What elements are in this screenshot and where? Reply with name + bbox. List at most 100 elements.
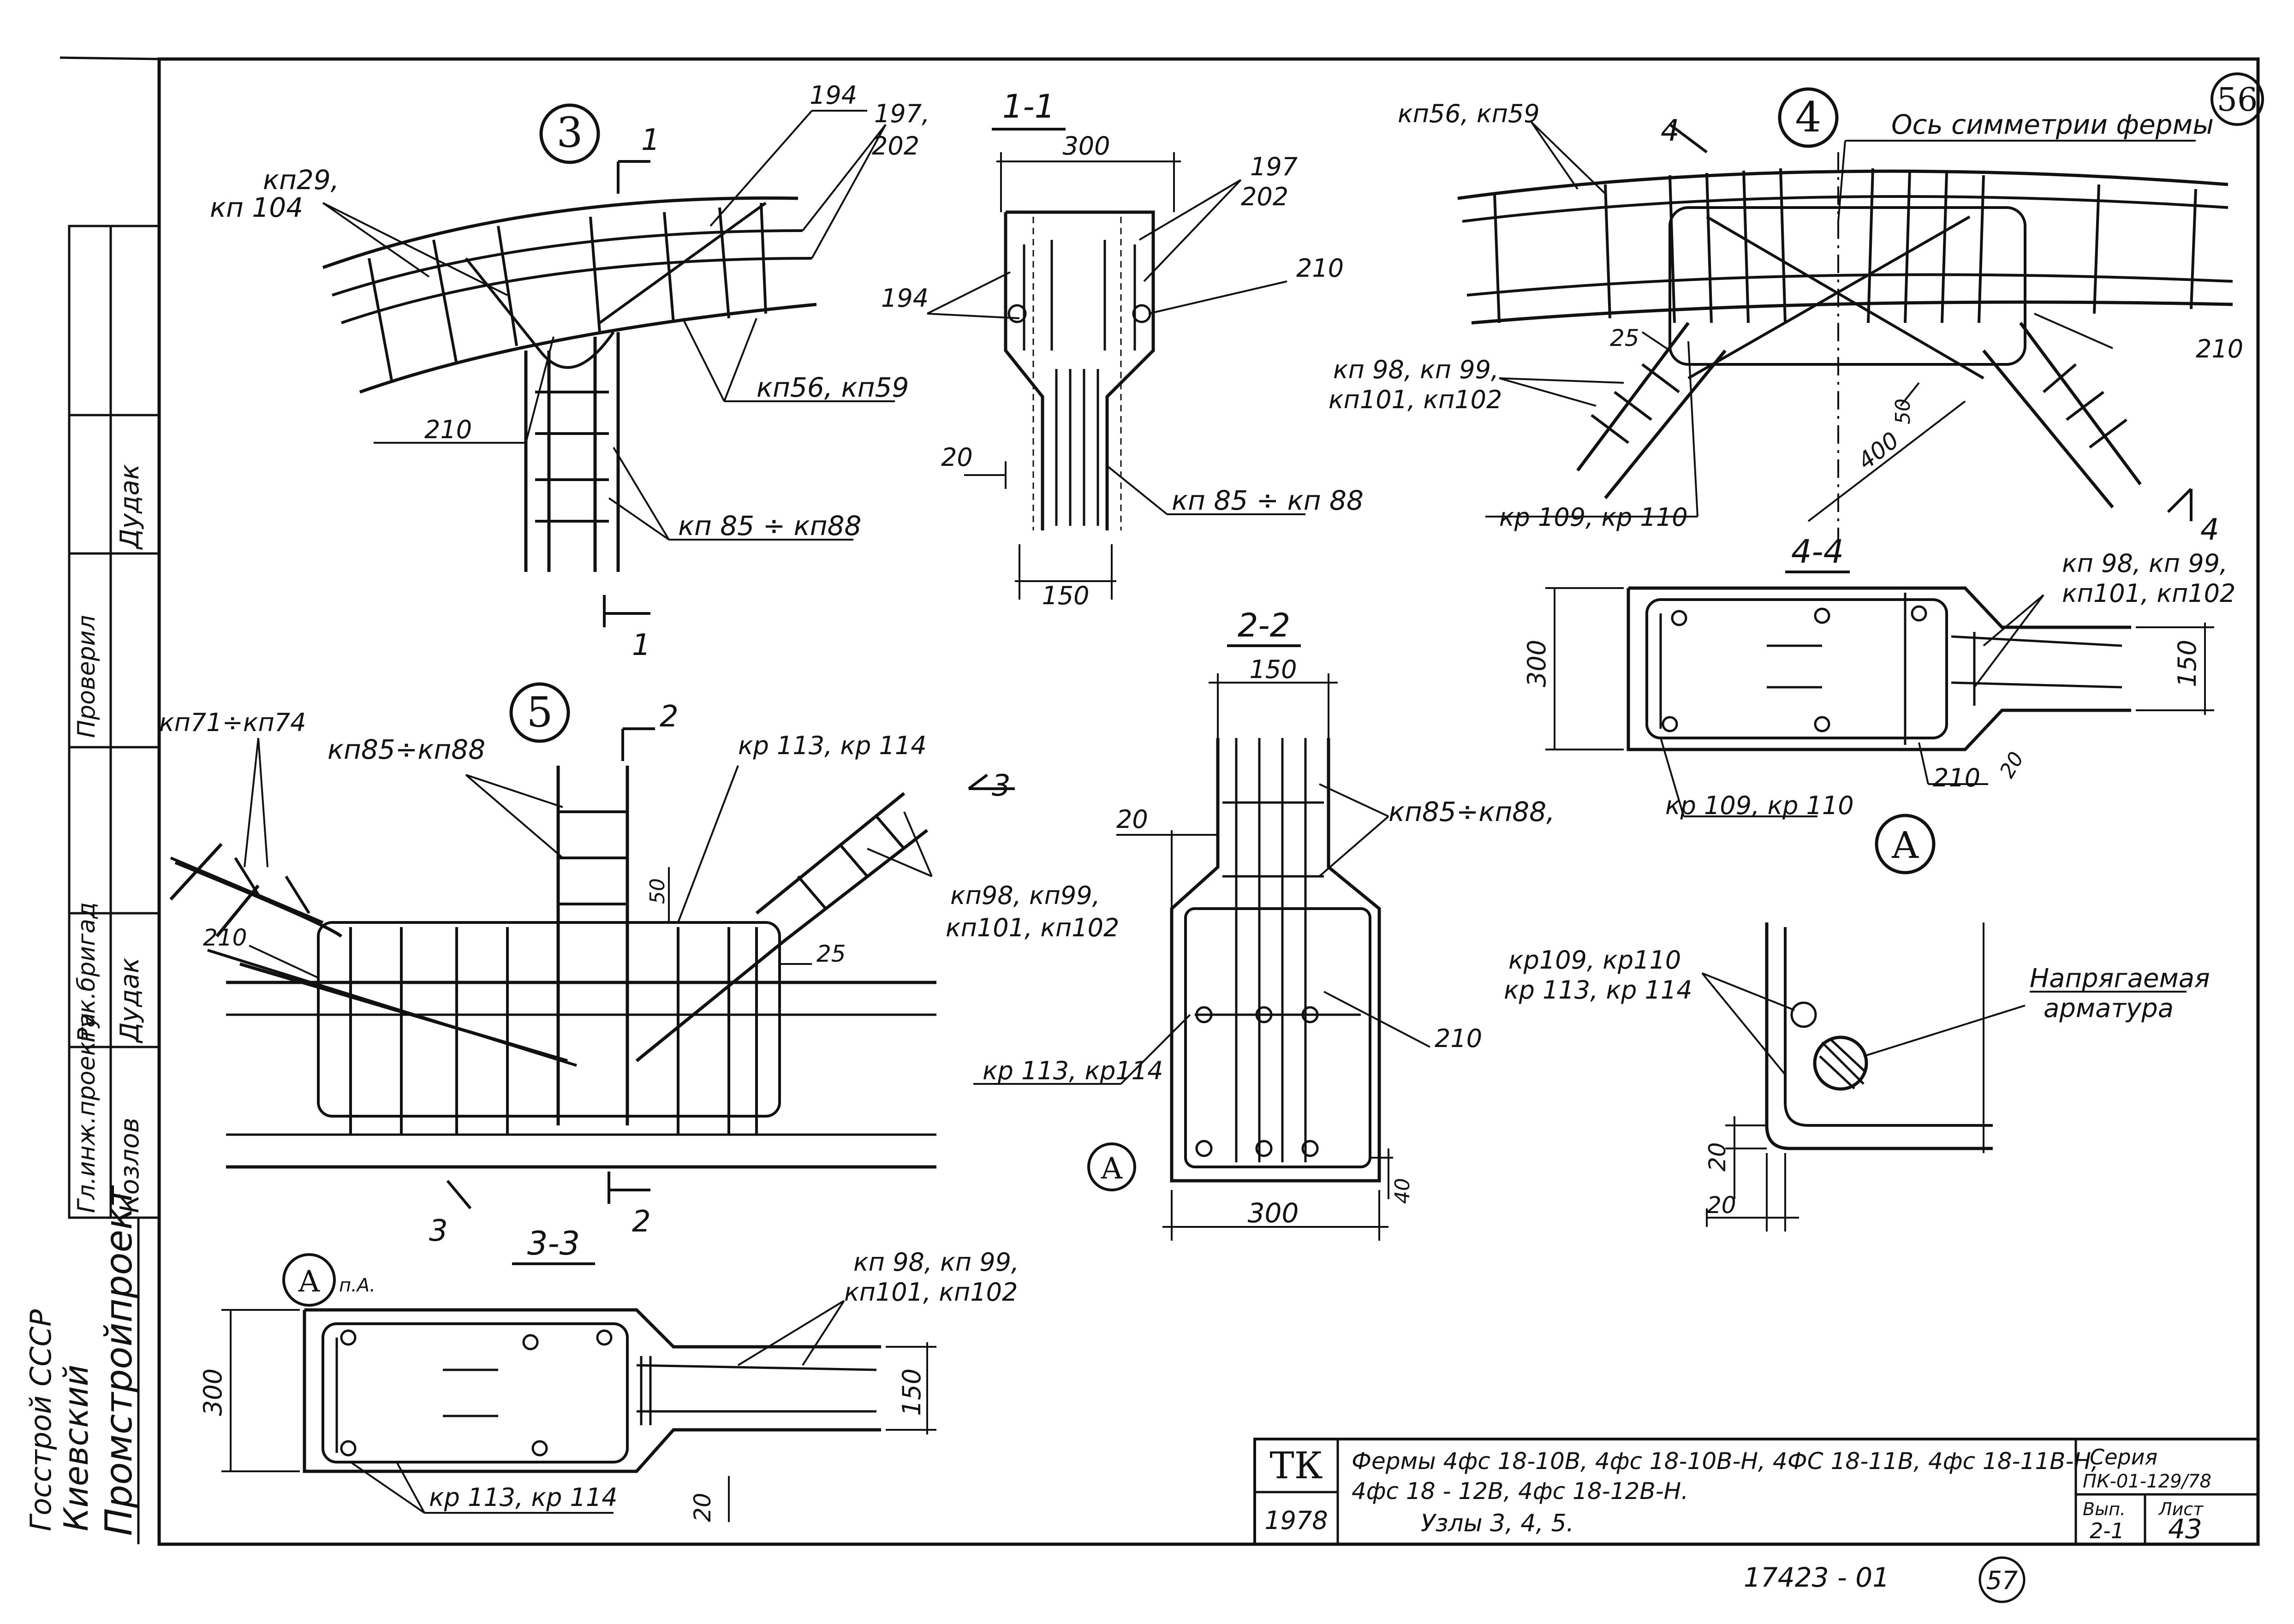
node-4-210: 210 [2196, 334, 2243, 363]
node-5-cut3-bottom: 3 [429, 1214, 448, 1248]
node-5-kp98b: кп101, кп102 [946, 913, 1119, 942]
section-2-2-20: 20 [1116, 805, 1148, 834]
name-kozlov: Козлов [115, 1118, 145, 1213]
section-3-3-kr113: кр 113, кр 114 [429, 1483, 618, 1512]
node-4-kp98a: кп 98, кп 99, [1333, 355, 1499, 384]
node-5-cut3-top: 3 [992, 769, 1011, 803]
section-3-3-title: 3-3 [527, 1225, 580, 1262]
section-3-3-detail-note: п.А. [339, 1275, 375, 1296]
node-3-kp29: кп29, [263, 164, 339, 196]
title-vyp-label: Вып. [2083, 1499, 2126, 1519]
section-3-3-20: 20 [689, 1493, 716, 1522]
node-4-kp56: кп56, кп59 [1398, 99, 1540, 128]
page-badge-circle [1978, 1556, 2026, 1603]
role-gip: Гл.инж.проекта [73, 1013, 101, 1213]
section-1-1-kp85: кп 85 ÷ кп 88 [1172, 485, 1364, 516]
node-3-badge: 3 [556, 108, 583, 157]
section-2-2-detail-a: A [1101, 1152, 1123, 1186]
section-2-2-40: 40 [1391, 1178, 1414, 1204]
node-3-badge-circle [539, 103, 600, 164]
section-2-2-150: 150 [1249, 655, 1297, 684]
name-dudak-2: Дудак [115, 464, 145, 550]
node-5-drawing: 5 [159, 682, 1119, 1248]
section-4-4-210: 210 [1933, 763, 1980, 792]
section-4-4-kp98b: кп101, кп102 [2062, 579, 2235, 608]
title-list-value: 43 [2168, 1513, 2202, 1545]
detail-a-20-vertical: 20 [1704, 1142, 1731, 1172]
node-3-202: 202 [872, 131, 919, 161]
node-4-drawing: 4 Ось симметрии фермы [1329, 87, 2243, 547]
node-5-kp85: кп85÷кп88 [328, 734, 485, 765]
section-3-3-detail-a: A [298, 1265, 320, 1299]
section-2-2-300: 300 [1248, 1197, 1299, 1229]
section-4-4-title: 4-4 [1791, 533, 1844, 571]
section-3-3-kp98a: кп 98, кп 99, [853, 1248, 1019, 1277]
title-block: ТК 1978 Фермы 4фс 18-10В, 4фс 18-10В-Н, … [1253, 1438, 2259, 1546]
node-3-cut-top: 1 [641, 123, 660, 157]
node-4-kp98b: кп101, кп102 [1329, 385, 1502, 414]
node-5-50: 50 [646, 878, 669, 904]
org-promstroyproekt: Промстройпроект [97, 1185, 140, 1536]
node-3-kp56: кп56, кп59 [757, 372, 909, 403]
section-1-1-202: 202 [1241, 182, 1288, 211]
node-5-kp71: кп71÷кп74 [159, 708, 306, 737]
section-1-1-20: 20 [941, 443, 973, 472]
title-seria-value: ПК-01-129/78 [2083, 1471, 2211, 1492]
sheet-badge: 56 [2211, 72, 2264, 126]
detail-a-badge: A [1891, 824, 1919, 867]
section-2-2-drawing: 2-2 150 [973, 607, 1555, 1241]
org-gosstroy: Госстрой СССР [24, 1309, 58, 1531]
role-ruk: Рук.бригад [73, 902, 101, 1042]
node-5-kr113: кр 113, кр 114 [738, 731, 927, 760]
org-kiev: Киевский [57, 1365, 95, 1531]
detail-a-kr109: кр109, кр110 [1508, 946, 1681, 975]
title-line3: Узлы 3, 4, 5. [1421, 1510, 1574, 1537]
node-4-25: 25 [1610, 325, 1639, 351]
title-tk: ТК [1269, 1444, 1323, 1487]
section-2-2-210: 210 [1435, 1024, 1482, 1053]
role-proveril: Проверил [73, 615, 101, 738]
section-1-1-197: 197 [1250, 152, 1298, 181]
title-vyp-value: 2-1 [2090, 1518, 2124, 1543]
frame-top-edge [60, 56, 160, 60]
title-line2: 4фс 18 - 12В, 4фс 18-12В-Н. [1352, 1478, 1688, 1505]
node-5-cut2-bottom: 2 [632, 1205, 651, 1239]
node-4-kr109: кр 109, кр 110 [1499, 503, 1688, 532]
node-3-194: 194 [810, 81, 857, 110]
node-4-cut-bottom: 4 [2200, 513, 2219, 547]
node-4-50: 50 [1891, 399, 1915, 424]
section-1-1-210: 210 [1296, 254, 1344, 283]
section-1-1-150: 150 [1042, 581, 1089, 610]
left-stamp-block [68, 225, 161, 1544]
node-3-kp104: кп 104 [210, 192, 303, 223]
section-3-3-150: 150 [897, 1368, 926, 1416]
section-4-4-drawing: 4-4 300 150 [1522, 533, 2235, 820]
detail-a-20-horizontal: 20 [1707, 1192, 1736, 1219]
section-4-4-20: 20 [1995, 748, 2028, 782]
node-3-kp85: кп 85 ÷ кп88 [678, 510, 861, 541]
section-4-4-kp98a: кп 98, кп 99, [2062, 549, 2228, 578]
title-year: 1978 [1264, 1506, 1328, 1535]
section-2-2-kp85: кп85÷кп88, [1388, 796, 1555, 827]
detail-a-prestress-line2: арматура [2044, 993, 2174, 1023]
node-5-badge: 5 [526, 688, 553, 737]
stamp-number: 17423 - 01 [1744, 1562, 1889, 1593]
section-4-4-150: 150 [2173, 640, 2202, 687]
title-seria-label: Серия [2090, 1445, 2157, 1469]
svg-text:56: 56 [2217, 81, 2258, 119]
title-line1: Фермы 4фс 18-10В, 4фс 18-10В-Н, 4ФС 18-1… [1352, 1448, 2098, 1475]
section-2-2-title: 2-2 [1238, 607, 1290, 644]
node-3-cut-bottom: 1 [632, 628, 651, 662]
section-4-4-kr109: кр 109, кр 110 [1665, 791, 1854, 820]
node-4-cut-top: 4 [1661, 114, 1680, 148]
section-1-1-drawing: 1-1 300 [881, 88, 1364, 610]
section-1-1-194: 194 [881, 284, 929, 313]
node-4-400: 400 [1853, 427, 1904, 475]
section-3-3-drawing: 3-3 A п.А. [198, 1225, 1019, 1522]
node-5-25: 25 [816, 940, 846, 967]
left-stamp-text: Госстрой СССР Киевский Промстройпроект Г… [24, 464, 145, 1536]
detail-a-prestress-line1: Напрягаемая [2030, 964, 2210, 993]
detail-a-kr113: кр 113, кр 114 [1504, 976, 1692, 1005]
section-2-2-kr113: кр 113, кр114 [983, 1056, 1163, 1085]
